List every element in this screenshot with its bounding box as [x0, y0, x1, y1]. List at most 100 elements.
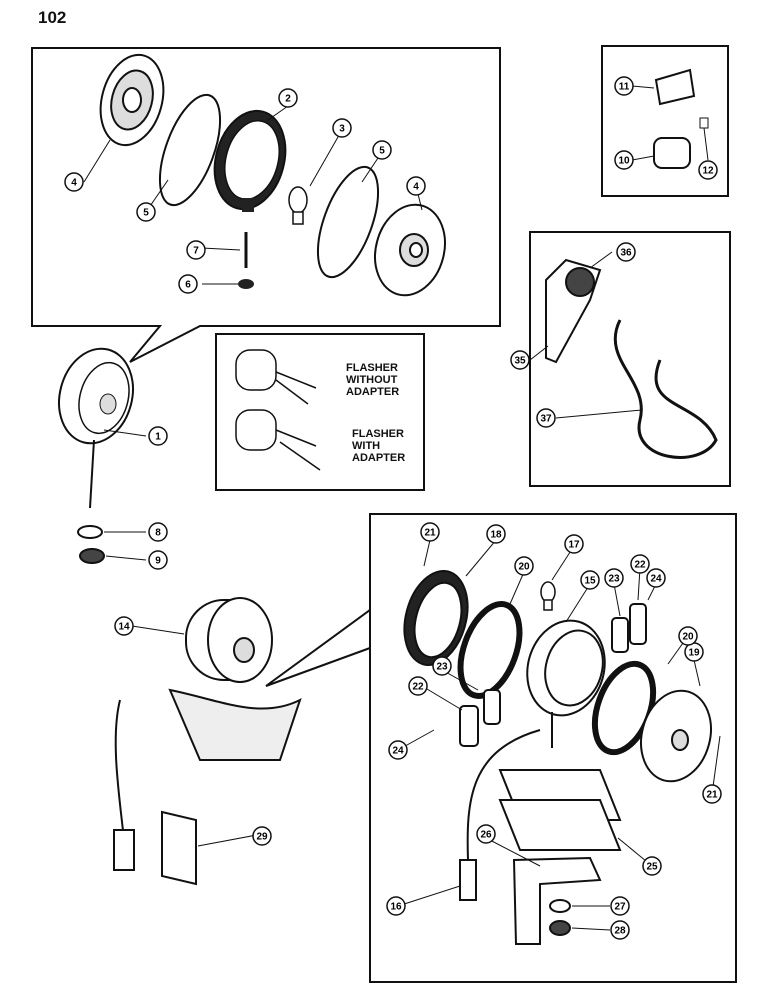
flasher-without-adapter-image	[235, 349, 317, 405]
cable-16	[459, 729, 541, 901]
bulb-17	[540, 581, 556, 611]
callout-7: 7	[186, 240, 206, 260]
callout-label: 29	[256, 832, 268, 843]
cord-frame	[529, 231, 731, 487]
callout-label: 20	[518, 562, 530, 573]
clips-22-23-right	[611, 603, 647, 653]
flasher-10	[653, 137, 691, 169]
callout-label: 11	[619, 82, 630, 93]
callout-label: 23	[608, 574, 620, 585]
callout-26: 26	[476, 824, 496, 844]
callout-27: 27	[610, 896, 630, 916]
callout-8: 8	[148, 522, 168, 542]
bracket-11	[654, 68, 696, 106]
callout-label: 25	[646, 862, 658, 873]
nut-28	[549, 920, 571, 936]
callout-16: 16	[386, 896, 406, 916]
callout-label: 7	[193, 246, 199, 257]
callout-2: 2	[278, 88, 298, 108]
callout-4: 4	[406, 176, 426, 196]
callout-label: 14	[118, 622, 130, 633]
lens-4-left	[99, 53, 165, 147]
callout-25: 25	[642, 856, 662, 876]
callout-label: 4	[413, 182, 419, 193]
callout-label: 23	[436, 662, 448, 673]
cord-37	[613, 319, 718, 459]
bracket-26	[512, 856, 602, 945]
callout-label: 36	[620, 248, 632, 259]
flasher-with-adapter-label: FLASHER WITH ADAPTER	[352, 428, 406, 464]
callout-17: 17	[564, 534, 584, 554]
callout-4: 4	[64, 172, 84, 192]
nut-9	[79, 548, 105, 564]
callout-label: 6	[185, 280, 191, 291]
callout-29: 29	[252, 826, 272, 846]
lens-19	[640, 689, 712, 783]
callout-5: 5	[136, 202, 156, 222]
callout-36: 36	[616, 242, 636, 262]
callout-14: 14	[114, 616, 134, 636]
callout-11: 11	[614, 76, 634, 96]
callout-label: 22	[412, 682, 424, 693]
clips-22-23-left	[459, 689, 501, 747]
lens-4-right	[374, 203, 446, 297]
callout-label: 26	[480, 830, 492, 841]
callout-18: 18	[486, 524, 506, 544]
callout-label: 19	[688, 648, 700, 659]
callout-label: 28	[614, 926, 626, 937]
callout-21: 21	[420, 522, 440, 542]
callout-15: 15	[580, 570, 600, 590]
callout-label: 20	[682, 632, 694, 643]
callout-label: 21	[424, 528, 436, 539]
callout-label: 4	[71, 178, 77, 189]
callout-20: 20	[678, 626, 698, 646]
callout-37: 37	[536, 408, 556, 428]
flasher-frame	[215, 333, 425, 491]
plates-25	[498, 769, 622, 851]
lamp-14	[113, 597, 302, 871]
callout-24: 24	[388, 740, 408, 760]
callout-label: 21	[706, 790, 718, 801]
callout-22: 22	[630, 554, 650, 574]
callout-24: 24	[646, 568, 666, 588]
callout-label: 24	[650, 574, 662, 585]
callout-label: 24	[392, 746, 404, 757]
bracket-29	[161, 810, 197, 886]
callout-label: 9	[155, 556, 161, 567]
callout-label: 15	[584, 576, 596, 587]
callout-3: 3	[332, 118, 352, 138]
lamp-detail-frame	[31, 47, 501, 363]
callout-9: 9	[148, 550, 168, 570]
rim-18	[403, 569, 469, 667]
housing-2	[213, 109, 287, 212]
lamp-assembly-frame	[265, 513, 737, 983]
page-number: 102	[38, 8, 67, 27]
callout-6: 6	[178, 274, 198, 294]
callout-label: 35	[514, 356, 526, 367]
callout-22: 22	[408, 676, 428, 696]
callout-21: 21	[702, 784, 722, 804]
washer-6	[238, 279, 254, 289]
callout-label: 5	[379, 146, 385, 157]
callout-20: 20	[514, 556, 534, 576]
callout-label: 3	[339, 124, 345, 135]
callout-28: 28	[610, 920, 630, 940]
washer-27	[549, 899, 571, 913]
callout-35: 35	[510, 350, 530, 370]
flasher-with-adapter-image	[235, 409, 321, 471]
callout-label: 17	[568, 540, 580, 551]
callout-10: 10	[614, 150, 634, 170]
callout-label: 2	[285, 94, 291, 105]
housing-15	[526, 619, 606, 748]
flasher-without-adapter-label: FLASHER WITHOUT ADAPTER	[346, 362, 400, 398]
callout-label: 18	[490, 530, 502, 541]
callout-label: 10	[618, 156, 630, 167]
lockwasher-8	[77, 525, 103, 539]
callout-12: 12	[698, 160, 718, 180]
callout-label: 22	[634, 560, 646, 571]
callout-23: 23	[432, 656, 452, 676]
callout-label: 16	[390, 902, 402, 913]
clip-12	[699, 117, 709, 129]
